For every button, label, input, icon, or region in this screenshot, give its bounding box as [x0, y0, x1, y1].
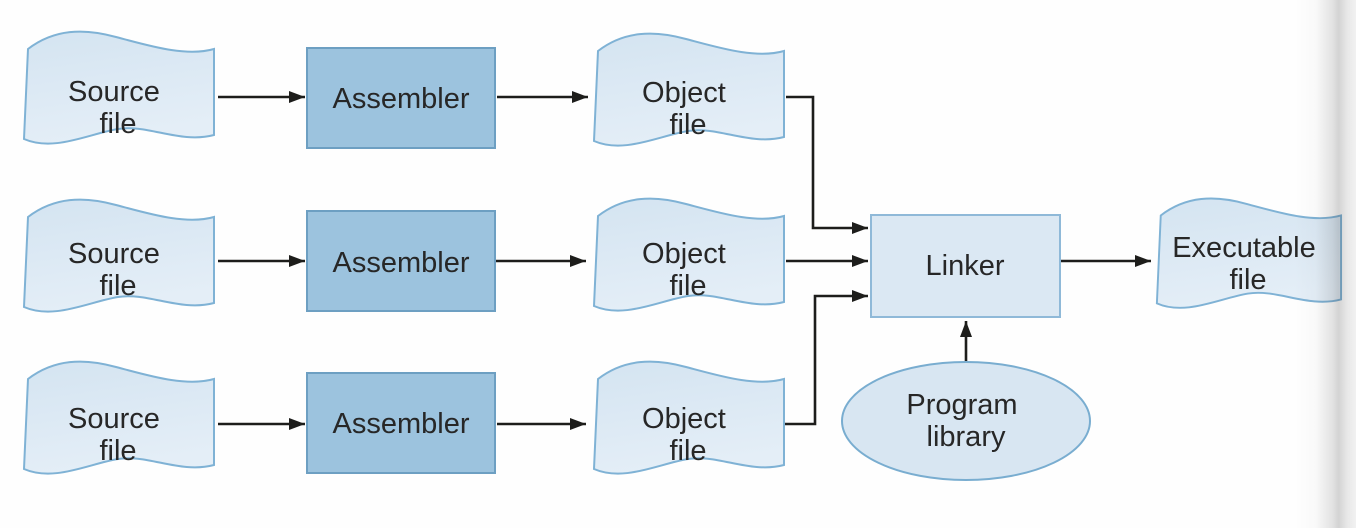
edge-object-1-to-linker [786, 95, 868, 234]
node-source-file-3: Source file [23, 360, 215, 475]
assembler-1-shape [306, 47, 496, 149]
source-file-1-label: Source file [68, 76, 168, 140]
node-object-file-3: Object file [593, 360, 785, 475]
object-file-2-label: Object file [642, 238, 734, 302]
node-object-file-2: Object file [593, 197, 785, 312]
node-object-file-1: Object file [593, 32, 785, 147]
node-program-library: Program library [841, 361, 1091, 481]
program-library-label: Program library [906, 389, 1025, 453]
node-source-file-1: Source file [23, 30, 215, 145]
assembler-3-shape [306, 372, 496, 474]
edges-layer [218, 91, 1151, 430]
node-linker: Linker [870, 214, 1061, 318]
assembler-1-label: Assembler [333, 83, 470, 115]
object-file-3-label: Object file [642, 403, 734, 467]
node-executable-file: Executable file [1155, 197, 1343, 309]
node-source-file-2: Source file [23, 198, 215, 313]
executable-file-label: Executable file [1172, 232, 1324, 296]
node-assembler-1: Assembler [306, 47, 496, 149]
node-assembler-3: Assembler [306, 372, 496, 474]
edge-object-3-to-linker [781, 290, 868, 426]
program-library-shape [841, 361, 1091, 481]
source-file-3-label: Source file [68, 403, 168, 467]
linker-label: Linker [926, 250, 1005, 282]
object-file-1-label: Object file [642, 77, 734, 141]
node-assembler-2: Assembler [306, 210, 496, 312]
linker-shape [870, 214, 1061, 318]
assembler-3-label: Assembler [333, 408, 470, 440]
assembler-2-shape [306, 210, 496, 312]
source-file-2-label: Source file [68, 238, 168, 302]
assembler-2-label: Assembler [333, 247, 470, 279]
